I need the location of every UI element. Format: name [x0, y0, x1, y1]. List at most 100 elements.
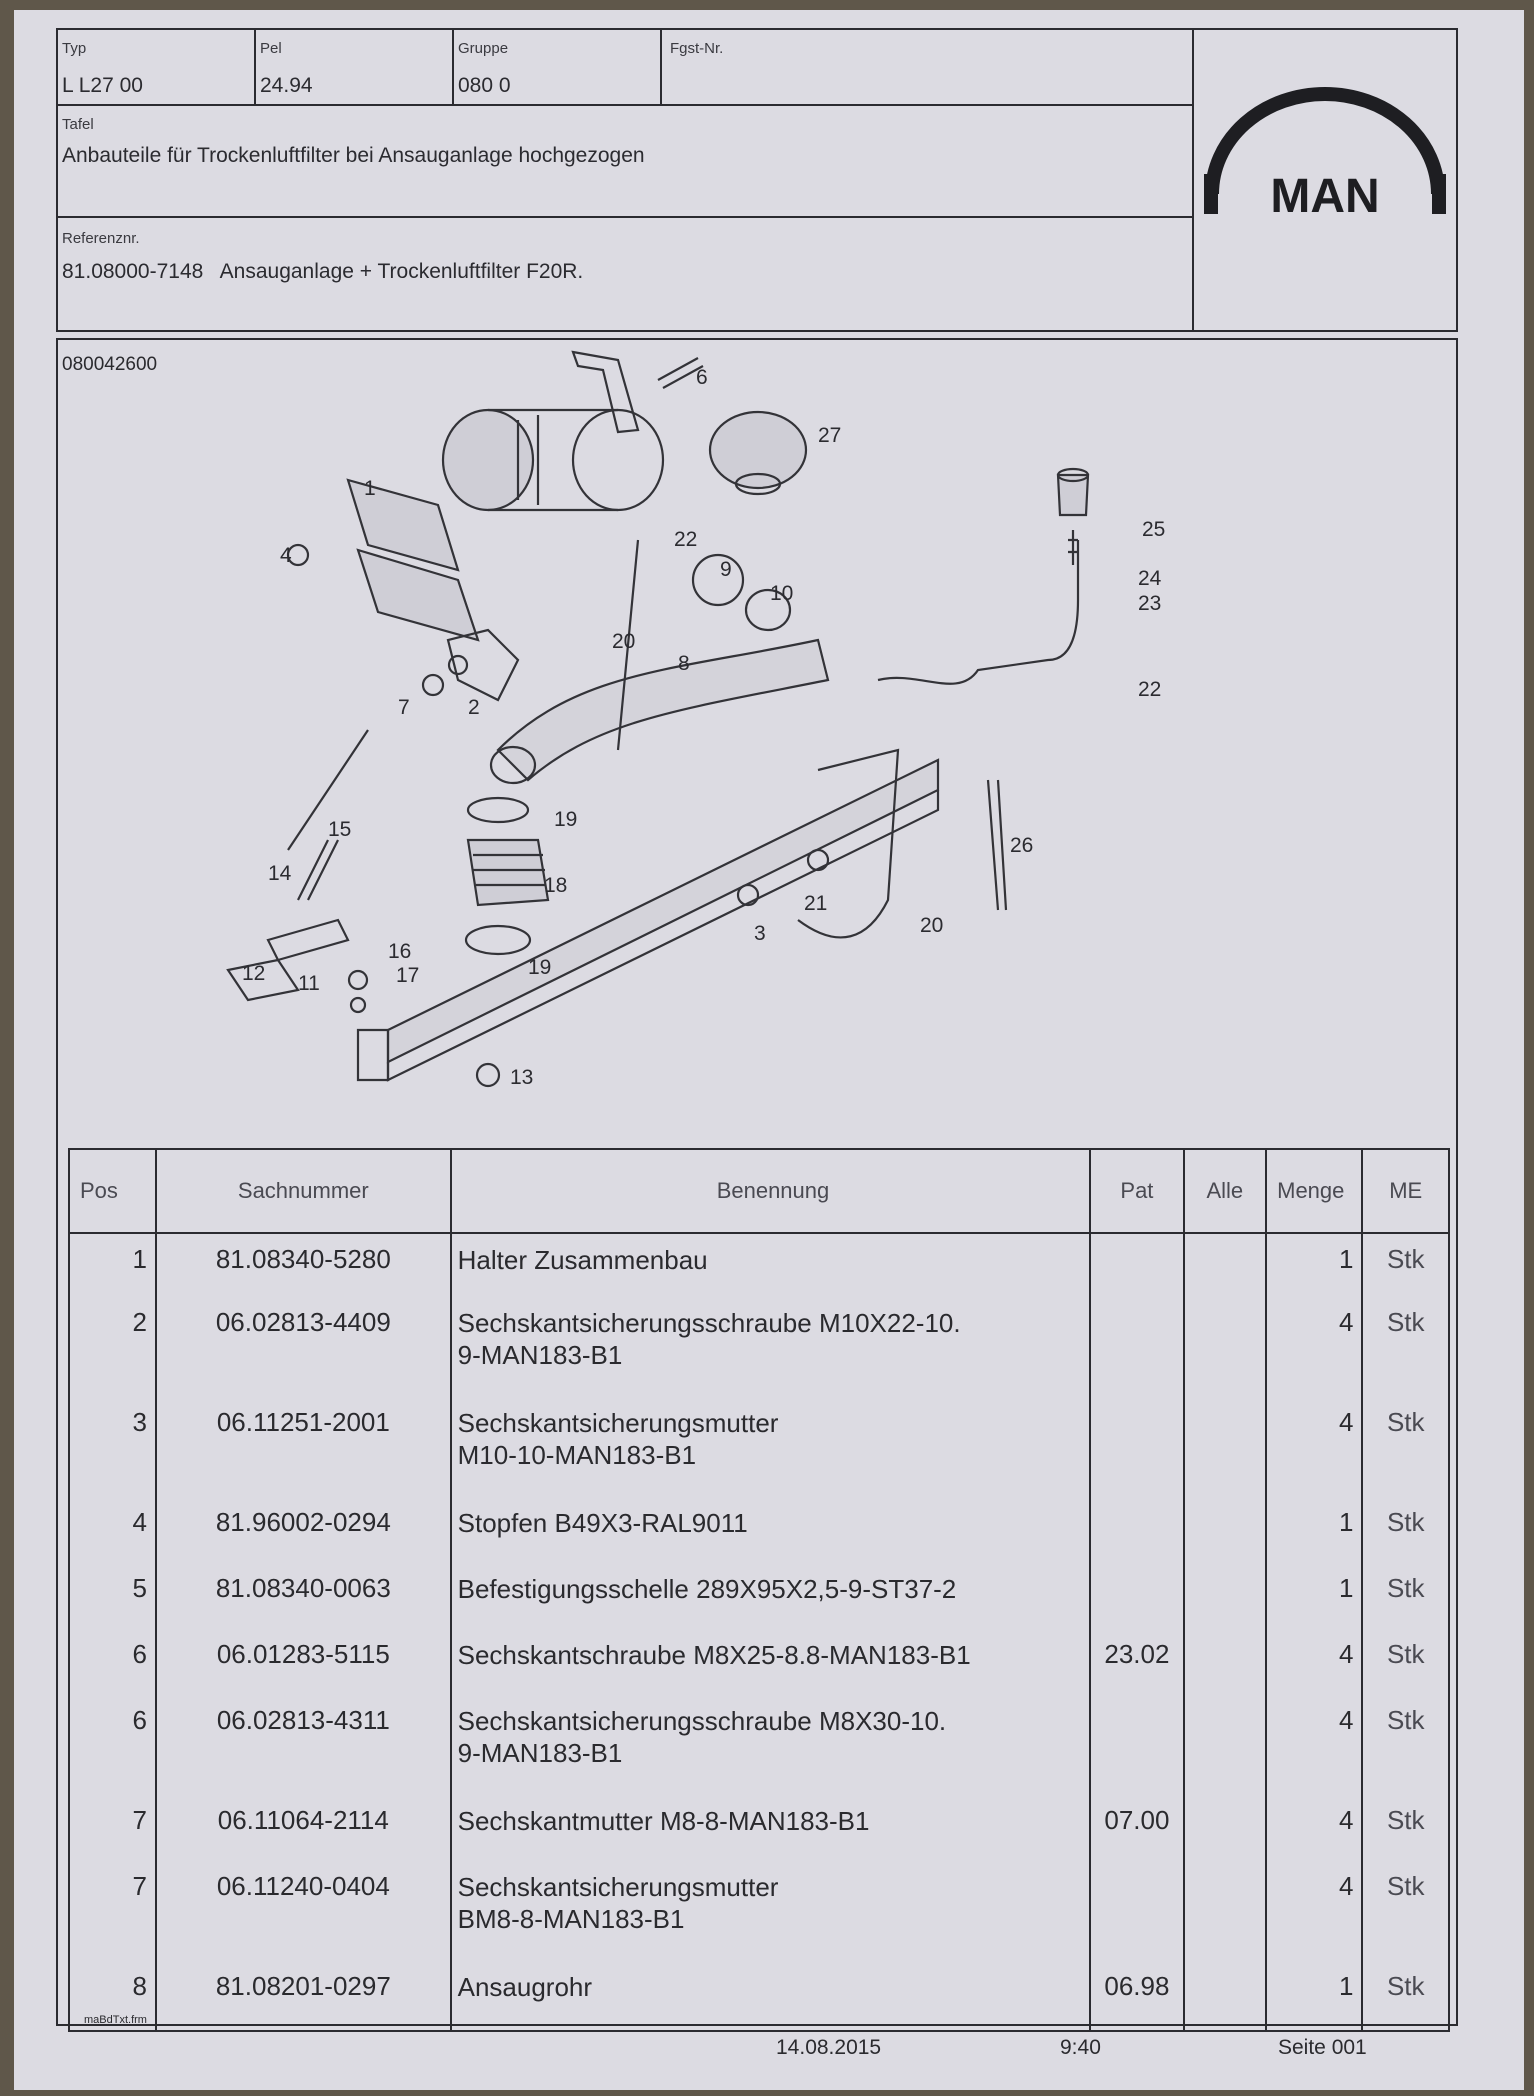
callout-15: 15 [328, 818, 351, 841]
pat-cell: 23.02 [1089, 1629, 1184, 1695]
pos-cell: 3 [67, 1397, 157, 1497]
benennung-line-1: Halter Zusammenbau [457, 1245, 708, 1275]
callout-23: 23 [1138, 592, 1161, 615]
me-cell: Stk [1361, 1297, 1450, 1397]
alle-cell [1182, 1795, 1267, 1861]
alle-cell [1182, 1629, 1267, 1695]
pos-cell: 7 [67, 1795, 157, 1861]
callout-25: 25 [1142, 518, 1165, 541]
benennung-line-1: Befestigungsschelle 289X95X2,5-9-ST37-2 [457, 1574, 957, 1604]
header-block: Typ L L27 00 Pel 24.94 Gruppe 080 0 Fgst… [56, 28, 1458, 332]
pos-cell: 6 [67, 1629, 157, 1695]
benennung-cell: Befestigungsschelle 289X95X2,5-9-ST37-2 [449, 1563, 1091, 1629]
callout-6: 6 [696, 366, 708, 389]
me-cell: Stk [1361, 1563, 1450, 1629]
print-time: 9:40 [1060, 2036, 1101, 2059]
alle-cell [1182, 1397, 1267, 1497]
benennung-line-2: BM8-8-MAN183-B1 [457, 1904, 685, 1934]
menge-cell: 4 [1265, 1629, 1363, 1695]
callout-1: 1 [364, 477, 376, 500]
pos-cell: 4 [67, 1497, 157, 1563]
referenz-label: Referenznr. [62, 230, 140, 247]
alle-cell [1182, 1297, 1267, 1397]
benennung-line-1: Sechskantschraube M8X25-8.8-MAN183-B1 [457, 1640, 971, 1670]
svg-text:MAN: MAN [1270, 170, 1379, 223]
menge-cell: 4 [1265, 1861, 1363, 1961]
alle-cell [1182, 1233, 1267, 1297]
pat-cell [1089, 1233, 1184, 1297]
fgst-label: Fgst-Nr. [670, 40, 724, 57]
pat-cell [1089, 1497, 1184, 1563]
callout-21: 21 [804, 892, 827, 915]
content-block: 080042600 [56, 338, 1458, 2032]
callout-17: 17 [396, 964, 419, 987]
callout-14: 14 [268, 862, 292, 885]
col-menge: Menge [1265, 1148, 1363, 1234]
sachnummer-cell: 81.08201-0297 [155, 1961, 451, 2032]
me-cell: Stk [1361, 1497, 1450, 1563]
alle-cell [1182, 1563, 1267, 1629]
col-me: ME [1361, 1148, 1450, 1234]
sachnummer-cell: 06.02813-4409 [155, 1297, 451, 1397]
sachnummer-cell: 06.11064-2114 [155, 1795, 451, 1861]
table-header-row: Pos Sachnummer Benennung Pat Alle Menge … [67, 1148, 1450, 1234]
callout-2: 2 [468, 696, 480, 719]
benennung-line-1: Stopfen B49X3-RAL9011 [457, 1508, 748, 1538]
form-code: maBdTxt.frm [84, 2014, 147, 2026]
pat-cell [1089, 1297, 1184, 1397]
col-pat: Pat [1089, 1148, 1184, 1234]
benennung-line-1: Ansaugrohr [457, 1972, 593, 2002]
menge-cell: 4 [1265, 1297, 1363, 1397]
benennung-cell: Sechskantschraube M8X25-8.8-MAN183-B1 [449, 1629, 1091, 1695]
typ-value: L L27 00 [62, 74, 143, 97]
callout-24: 24 [1138, 567, 1162, 590]
sachnummer-cell: 81.08340-5280 [155, 1233, 451, 1297]
pos-cell: 7 [67, 1861, 157, 1961]
gruppe-label: Gruppe [458, 40, 509, 57]
benennung-cell: Sechskantsicherungsschraube M8X30-10.9-M… [449, 1695, 1091, 1795]
pel-value: 24.94 [260, 74, 313, 97]
pos-cell: 2 [67, 1297, 157, 1397]
pat-cell [1089, 1861, 1184, 1961]
callout-7: 7 [398, 696, 410, 719]
benennung-cell: Sechskantmutter M8-8-MAN183-B1 [449, 1795, 1091, 1861]
callout-18: 18 [544, 874, 567, 897]
benennung-line-2: 9-MAN183-B1 [457, 1340, 623, 1370]
callout-9: 9 [720, 558, 732, 581]
sachnummer-cell: 06.01283-5115 [155, 1629, 451, 1695]
menge-cell: 1 [1265, 1961, 1363, 2032]
referenz-value: 81.08000-7148 Ansauganlage + Trockenluft… [62, 260, 584, 283]
print-date: 14.08.2015 [776, 2036, 882, 2059]
pos-cell: 6 [67, 1695, 157, 1795]
pos-cell: 8 [67, 1961, 157, 2032]
gruppe-value: 080 0 [458, 74, 511, 97]
benennung-cell: Sechskantsicherungsschraube M10X22-10.9-… [449, 1297, 1091, 1397]
pel-label: Pel [260, 40, 282, 57]
page-number: Seite 001 [1278, 2036, 1367, 2059]
parts-table: Pos Sachnummer Benennung Pat Alle Menge … [67, 1148, 1450, 2032]
tafel-label: Tafel [62, 116, 94, 133]
sachnummer-cell: 81.08340-0063 [155, 1563, 451, 1629]
callout-3: 3 [754, 922, 766, 945]
pat-cell [1089, 1397, 1184, 1497]
callout-13: 13 [510, 1066, 533, 1089]
callout-numbers: 1 2 3 4 6 7 8 9 10 11 12 13 14 15 16 17 … [242, 366, 1165, 1089]
menge-cell: 1 [1265, 1497, 1363, 1563]
benennung-line-2: M10-10-MAN183-B1 [457, 1440, 697, 1470]
callout-11: 11 [298, 972, 320, 995]
alle-cell [1182, 1961, 1267, 2032]
me-cell: Stk [1361, 1629, 1450, 1695]
me-cell: Stk [1361, 1961, 1450, 2032]
menge-cell: 4 [1265, 1695, 1363, 1795]
benennung-cell: Stopfen B49X3-RAL9011 [449, 1497, 1091, 1563]
sachnummer-cell: 06.11251-2001 [155, 1397, 451, 1497]
